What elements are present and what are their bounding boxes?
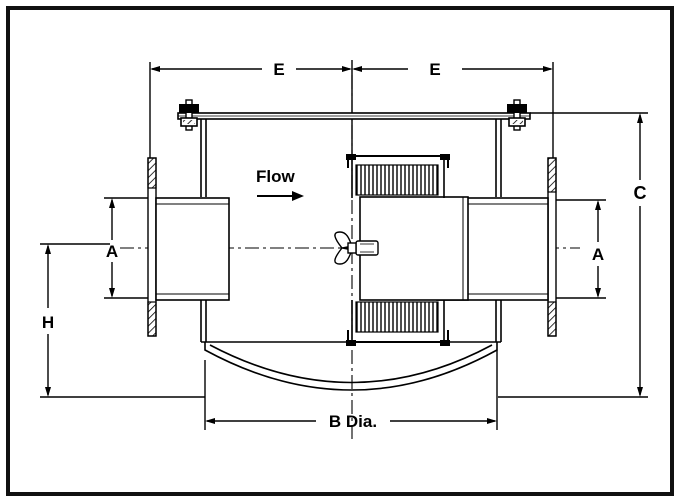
bolt-left <box>179 99 199 131</box>
dimension-a-right-label: A <box>592 245 604 264</box>
dimension-lines <box>40 60 648 430</box>
flange-right <box>547 157 557 337</box>
inlet-pipe <box>155 197 230 301</box>
dimension-e-left-label: E <box>273 60 284 79</box>
dimension-e-right-label: E <box>429 60 440 79</box>
dimension-labels: E E Flow A A C H B Dia. <box>42 60 647 431</box>
strainer-body <box>147 99 557 391</box>
dimension-c-label: C <box>634 183 647 203</box>
flow-arrow <box>257 191 304 201</box>
dimension-a-left-label: A <box>106 242 118 261</box>
flange-left <box>147 157 157 337</box>
dimension-b-dia-label: B Dia. <box>329 412 377 431</box>
dimension-arrowheads <box>45 66 643 424</box>
bolt-right <box>507 99 527 131</box>
flow-label: Flow <box>256 167 295 186</box>
strainer-basket <box>346 154 469 346</box>
dimension-h-label: H <box>42 313 54 332</box>
wing-nut <box>334 231 379 265</box>
